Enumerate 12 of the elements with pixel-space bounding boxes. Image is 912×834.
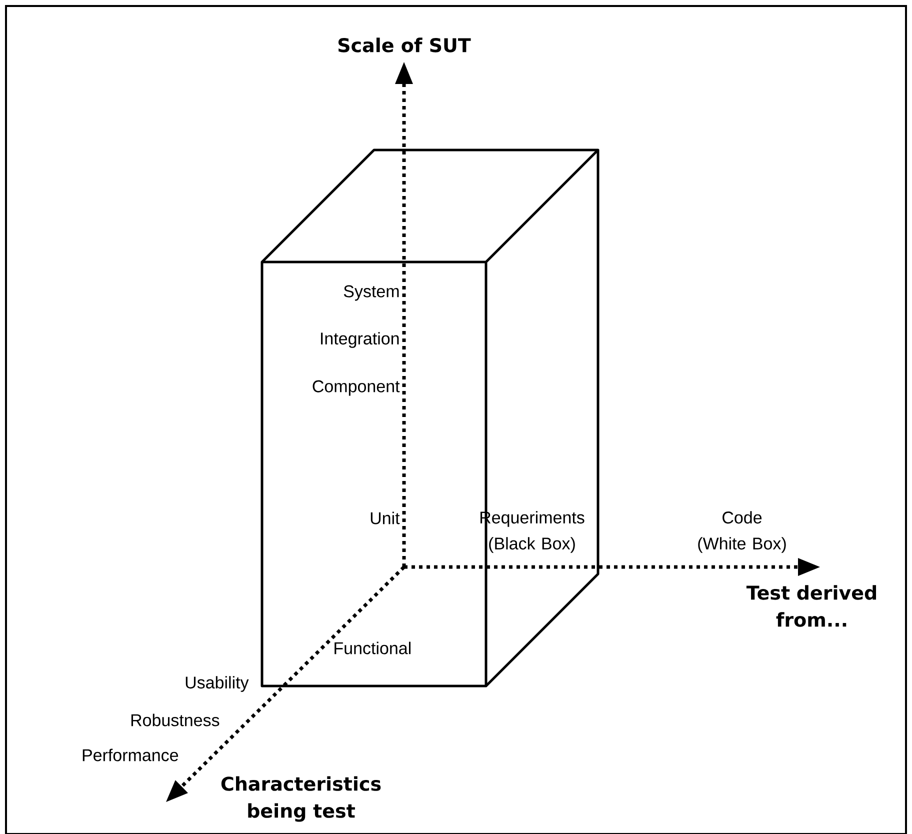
axis-label: Component — [312, 380, 400, 396]
axis-label: System — [344, 285, 399, 301]
axis-label: Integration — [321, 332, 399, 348]
axis-label: Code (White Box) — [698, 511, 786, 553]
axis-label: Performance — [82, 748, 178, 762]
axis-label: Robustness — [131, 714, 220, 726]
axis-title: Scale of SUT — [338, 38, 471, 52]
axis-title: Characteristics being test — [221, 776, 381, 822]
axis-title: Test derived from... — [746, 585, 876, 627]
axis-label: Usability — [186, 676, 249, 692]
axis-label: Unit — [370, 512, 400, 524]
axis-label: Functional — [334, 642, 410, 654]
